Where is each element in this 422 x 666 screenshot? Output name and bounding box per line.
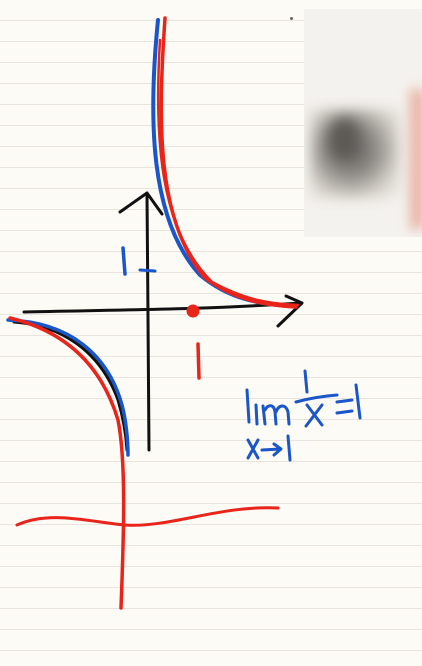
y-axis-line (145, 193, 151, 452)
x-axis-line (22, 301, 302, 314)
presenter-video-overlay[interactable] (304, 9, 422, 237)
lower-branch-red (8, 316, 126, 610)
limit-expression-handwriting (245, 369, 362, 462)
blurred-video-edge (410, 89, 422, 229)
upper-branch-blue (151, 18, 294, 308)
x-axis-tick-label-1 (196, 342, 201, 380)
lower-branch-black (12, 320, 129, 452)
lower-red-horizontal-line (15, 506, 280, 527)
x-axis-arrowhead (276, 294, 304, 328)
blurred-person-head (329, 119, 359, 159)
lower-branch-blue (6, 318, 130, 457)
y-axis-tick-label-1 (121, 246, 127, 276)
y-axis-arrowhead (118, 191, 164, 216)
red-point-at-1 (186, 304, 200, 318)
y-axis-tick-mark (138, 268, 157, 273)
upper-branch-red (159, 16, 298, 309)
upper-branch-red-2 (156, 38, 300, 307)
pen-cursor-dot (290, 17, 293, 20)
